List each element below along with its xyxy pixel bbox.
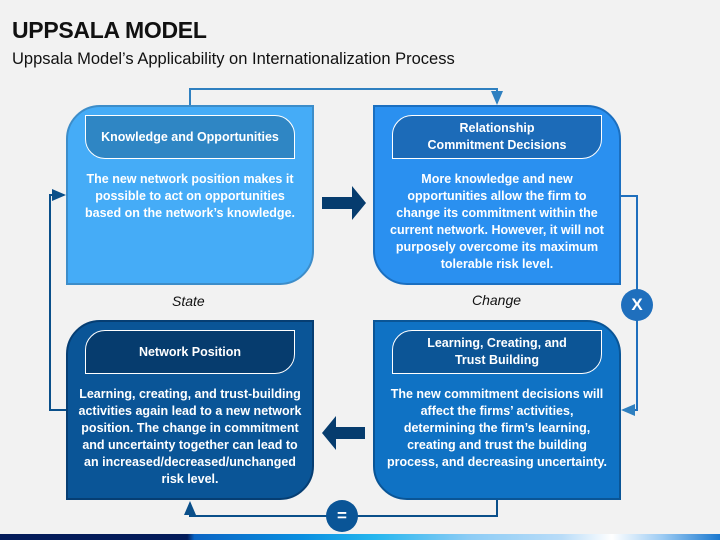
box-learning-trust: Learning, Creating, and Trust Building T… bbox=[373, 320, 621, 500]
arrow-right-icon bbox=[322, 186, 366, 220]
label-state: State bbox=[172, 293, 205, 309]
connector-top bbox=[189, 88, 503, 105]
page-subtitle: Uppsala Model’s Applicability on Interna… bbox=[12, 50, 455, 68]
box-header: Knowledge and Opportunities bbox=[85, 115, 295, 159]
box-relationship-commitment: Relationship Commitment Decisions More k… bbox=[373, 105, 621, 285]
box-body: More knowledge and new opportunities all… bbox=[390, 172, 604, 271]
box-body: The new network position makes it possib… bbox=[85, 172, 295, 220]
arrow-left-icon bbox=[322, 416, 365, 450]
box-network-position: Network Position Learning, creating, and… bbox=[66, 320, 314, 500]
box-header: Learning, Creating, and Trust Building bbox=[392, 330, 602, 374]
label-change: Change bbox=[472, 292, 522, 308]
multiply-icon: X bbox=[621, 289, 653, 321]
box-knowledge-opportunities: Knowledge and Opportunities The new netw… bbox=[66, 105, 314, 285]
box-header: Relationship Commitment Decisions bbox=[392, 115, 602, 159]
box-body: The new commitment decisions will affect… bbox=[387, 387, 607, 469]
connector-left bbox=[49, 189, 66, 411]
footer-gradient-bar bbox=[0, 534, 720, 540]
page-title: UPPSALA MODEL bbox=[12, 17, 207, 43]
box-body: Learning, creating, and trust-building a… bbox=[78, 387, 302, 486]
equals-icon: = bbox=[326, 500, 358, 532]
box-header: Network Position bbox=[85, 330, 295, 374]
